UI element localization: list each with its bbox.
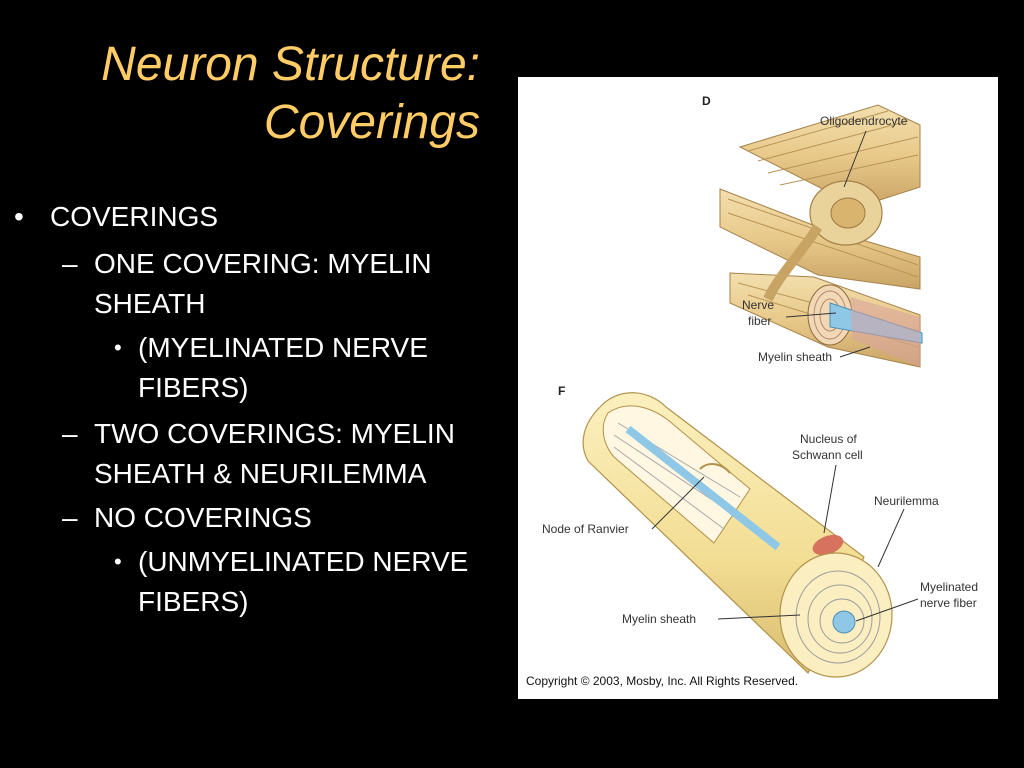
bullet-myelinated: • (MYELINATED NERVE FIBERS) [0, 328, 500, 408]
bullet-text: COVERINGS [50, 201, 219, 232]
axon [625, 425, 781, 551]
leader-neurilemma [877, 508, 905, 568]
label-nerve-fiber: nerve fiber [920, 596, 977, 610]
bullet-text: NO COVERINGS [94, 502, 312, 533]
title-line-1: Neuron Structure: [101, 38, 480, 91]
label-nucleus-of: Nucleus of [800, 432, 857, 446]
leader-myelinated-fiber [855, 598, 919, 622]
leader-myelin-sheath-f [717, 614, 801, 620]
leader-nerve-fiber [785, 312, 837, 318]
axon-cross-section [832, 610, 856, 634]
schwann-nucleus [812, 534, 844, 556]
bullet-text: (UNMYELINATED NERVE FIBERS) [138, 546, 469, 617]
label-myelin-sheath-f: Myelin sheath [622, 612, 696, 626]
bullet-two-coverings: – TWO COVERINGS: MYELIN SHEATH & NEURILE… [0, 414, 500, 494]
leader-node-of-ranvier [651, 476, 705, 530]
label-myelin-sheath-d: Myelin sheath [758, 350, 832, 364]
panel-d-illustration: D Olig [702, 94, 923, 368]
panel-f-letter: F [558, 384, 565, 398]
figure-svg: D Olig [526, 94, 978, 688]
label-myelinated: Myelinated [920, 580, 978, 594]
bullet-marker: • [114, 335, 122, 360]
bullet-text: TWO COVERINGS: MYELIN SHEATH & NEURILEMM… [94, 418, 455, 489]
bullet-marker: • [114, 549, 122, 574]
bullet-text: ONE COVERING: MYELIN SHEATH [94, 248, 432, 319]
dash-marker: – [62, 248, 78, 279]
leader-myelin-sheath-d [839, 346, 871, 358]
oligodendrocyte-nucleus [830, 197, 866, 229]
myelin-ring [807, 584, 873, 654]
bullet-marker: • [14, 201, 24, 232]
myelin-wrap [850, 297, 920, 367]
panel-d-letter: D [702, 94, 711, 108]
label-neurilemma: Neurilemma [874, 494, 939, 508]
label-schwann-cell: Schwann cell [792, 448, 863, 462]
label-nerve: Nerve [742, 298, 774, 312]
leader-schwann-nucleus [823, 464, 837, 534]
node-of-ranvier [699, 463, 731, 474]
title-line-2: Coverings [263, 96, 480, 149]
neuron-coverings-figure: D Olig [518, 77, 998, 699]
bullet-text: (MYELINATED NERVE FIBERS) [138, 332, 428, 403]
label-oligodendrocyte: Oligodendrocyte [820, 114, 908, 128]
bullet-no-coverings: – NO COVERINGS [0, 498, 500, 538]
label-fiber: fiber [748, 314, 771, 328]
myelin-ring [795, 570, 881, 664]
panel-f-illustration: F Nucleus of Schwann cell [542, 384, 978, 678]
label-node-of-ranvier: Node of Ranvier [542, 522, 629, 536]
dash-marker: – [62, 418, 78, 449]
bullet-unmyelinated: • (UNMYELINATED NERVE FIBERS) [0, 542, 500, 622]
fiber-striations [747, 110, 919, 186]
bullet-list: • COVERINGS – ONE COVERING: MYELIN SHEAT… [0, 200, 500, 628]
oligodendrocyte-process [763, 224, 823, 302]
copyright-notice: Copyright © 2003, Mosby, Inc. All Rights… [526, 674, 798, 688]
leader-oligodendrocyte [843, 130, 867, 188]
slide-title: Neuron Structure: Coverings [20, 36, 480, 152]
bullet-one-covering: – ONE COVERING: MYELIN SHEATH [0, 244, 500, 324]
bullet-coverings: • COVERINGS [0, 200, 500, 234]
dash-marker: – [62, 502, 78, 533]
myelin-ring [819, 598, 865, 644]
